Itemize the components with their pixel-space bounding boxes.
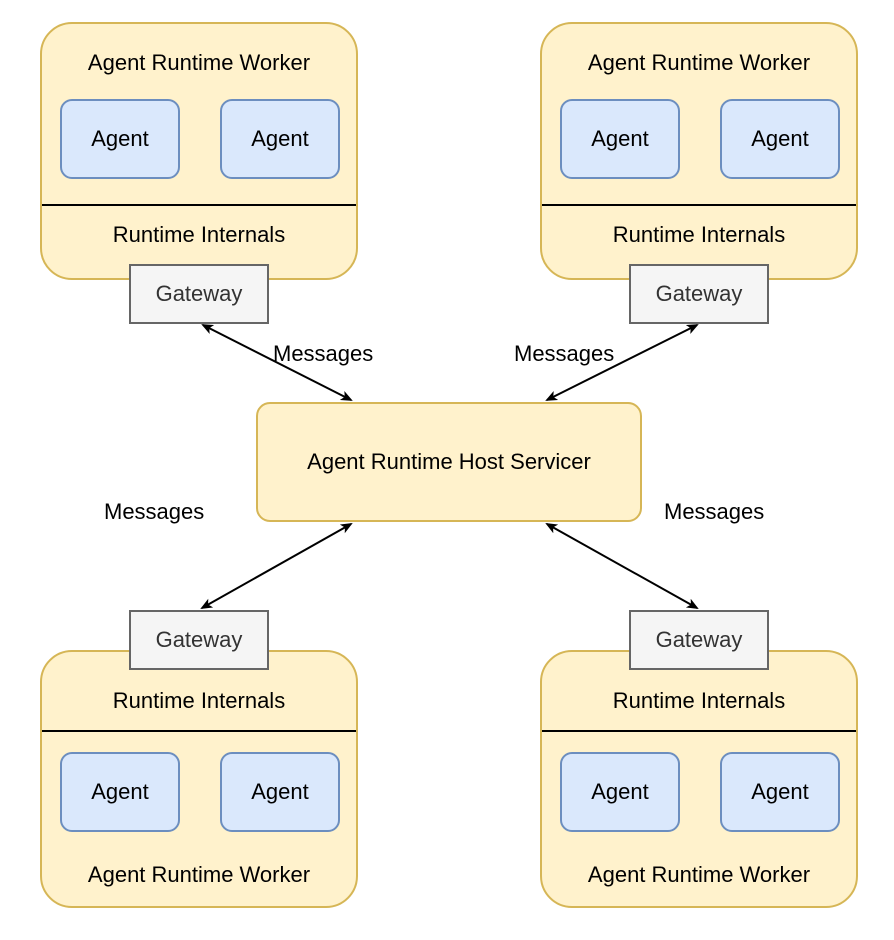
edge-label-top-left: Messages xyxy=(273,341,374,366)
host-servicer: Agent Runtime Host Servicer xyxy=(256,402,642,522)
worker-bottom-left: Runtime Internals Agent Agent Agent Runt… xyxy=(40,650,358,908)
worker-top-right: Agent Runtime Worker Agent Agent Runtime… xyxy=(540,22,858,280)
gateway-top-right: Gateway xyxy=(629,264,769,324)
agent-node: Agent xyxy=(220,752,340,832)
edge-top-right xyxy=(545,324,699,401)
runtime-internals-label: Runtime Internals xyxy=(612,688,786,713)
worker-top-left: Agent Runtime Worker Agent Agent Runtime… xyxy=(40,22,358,280)
agent-node: Agent xyxy=(560,752,680,832)
gateway-bottom-right: Gateway xyxy=(629,610,769,670)
worker-title: Agent Runtime Worker xyxy=(587,50,811,75)
runtime-internals-label: Runtime Internals xyxy=(112,222,286,247)
agent-node: Agent xyxy=(720,99,840,179)
edge-label-bottom-left: Messages xyxy=(104,499,205,524)
edge-top-left xyxy=(201,324,353,401)
gateway-bottom-left: Gateway xyxy=(129,610,269,670)
worker-divider xyxy=(542,204,856,206)
agent-node: Agent xyxy=(560,99,680,179)
worker-divider xyxy=(42,730,356,732)
edge-bottom-left xyxy=(200,523,353,609)
worker-title: Agent Runtime Worker xyxy=(587,862,811,887)
worker-title: Agent Runtime Worker xyxy=(87,862,311,887)
gateway-top-left: Gateway xyxy=(129,264,269,324)
worker-title: Agent Runtime Worker xyxy=(87,50,311,75)
agent-node: Agent xyxy=(220,99,340,179)
edge-label-bottom-right: Messages xyxy=(664,499,765,524)
edge-label-top-right: Messages xyxy=(514,341,615,366)
worker-divider xyxy=(542,730,856,732)
edge-bottom-right xyxy=(545,523,699,609)
worker-bottom-right: Runtime Internals Agent Agent Agent Runt… xyxy=(540,650,858,908)
agent-node: Agent xyxy=(720,752,840,832)
worker-divider xyxy=(42,204,356,206)
agent-node: Agent xyxy=(60,752,180,832)
runtime-internals-label: Runtime Internals xyxy=(612,222,786,247)
agent-node: Agent xyxy=(60,99,180,179)
runtime-internals-label: Runtime Internals xyxy=(112,688,286,713)
